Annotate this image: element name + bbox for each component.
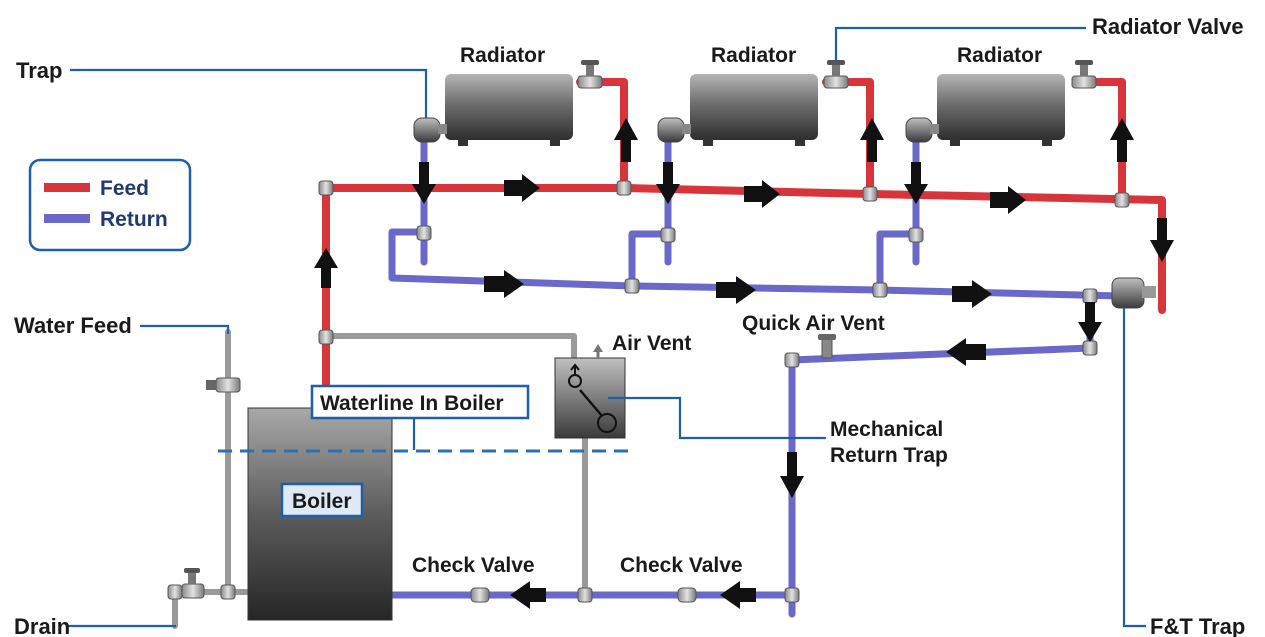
- legend-return-swatch: [44, 214, 90, 223]
- label-trap: Trap: [16, 58, 62, 83]
- arrow-right-main-1: [504, 174, 540, 202]
- labels: Trap Radiator Radiator Radiator Radiator…: [14, 14, 1245, 637]
- label-mechanical-return-trap-1: Mechanical: [830, 418, 943, 441]
- drain-valve: [181, 568, 205, 599]
- pipe-fittings: [167, 180, 1130, 603]
- label-ft-trap: F&T Trap: [1150, 614, 1245, 637]
- label-waterline-in-boiler: Waterline In Boiler: [320, 392, 504, 415]
- arrow-right-return-3: [952, 280, 992, 308]
- arrow-up-radiator-3: [1110, 118, 1134, 162]
- radiator-valve-3: [1071, 60, 1097, 89]
- radiator-trap-3: [905, 117, 939, 143]
- waterline-label-box: [310, 384, 530, 420]
- label-air-vent: Air Vent: [612, 332, 691, 355]
- arrow-down-return-drop: [780, 452, 804, 498]
- legend-feed-label: Feed: [100, 177, 149, 200]
- label-radiator-valve: Radiator Valve: [1092, 14, 1244, 39]
- radiator-trap-2: [657, 117, 691, 143]
- arrow-left-check-valve-1: [510, 581, 546, 609]
- ft-trap-body: [1111, 277, 1156, 309]
- arrow-right-return-2: [716, 276, 756, 304]
- boiler-label-box: [280, 482, 364, 518]
- arrow-left-check-valve-2: [720, 581, 756, 609]
- radiator-valve-2: [823, 60, 849, 89]
- radiator-2: [690, 74, 818, 146]
- arrow-up-radiator-2: [860, 118, 884, 162]
- label-quick-air-vent: Quick Air Vent: [742, 312, 885, 335]
- legend-return-label: Return: [100, 208, 168, 231]
- label-radiator-3: Radiator: [957, 44, 1042, 67]
- arrow-right-return-1: [484, 270, 524, 298]
- label-drain: Drain: [14, 614, 70, 637]
- radiator-trap-1: [413, 117, 447, 143]
- label-radiator-2: Radiator: [711, 44, 796, 67]
- radiator-valve-1: [577, 60, 603, 89]
- radiator-3: [937, 74, 1065, 146]
- label-radiator-1: Radiator: [460, 44, 545, 67]
- return-piping: [388, 138, 1124, 618]
- arrow-down-trap-1: [412, 162, 436, 204]
- label-boiler: Boiler: [292, 490, 352, 513]
- leader-lines: [66, 26, 1146, 628]
- arrow-right-main-2: [744, 180, 780, 208]
- label-mechanical-return-trap-2: Return Trap: [830, 444, 948, 467]
- arrow-down-ft-trap: [1078, 302, 1102, 342]
- arrow-down-trap-2: [656, 162, 680, 204]
- legend: Feed Return: [28, 158, 192, 252]
- label-water-feed: Water Feed: [14, 313, 132, 338]
- arrow-up-radiator-1: [614, 118, 638, 162]
- quick-air-vent-body: [818, 334, 836, 359]
- arrow-right-main-3: [990, 186, 1026, 214]
- label-check-valve-2: Check Valve: [620, 554, 743, 577]
- arrow-up-boiler-riser: [314, 248, 338, 288]
- radiator-1: [445, 74, 573, 146]
- arrow-down-trap-3: [904, 162, 928, 204]
- arrow-down-main-end: [1150, 218, 1174, 262]
- arrow-left-return-4: [946, 338, 986, 366]
- mechanical-return-trap: [554, 344, 626, 439]
- flow-arrows: [314, 118, 1174, 609]
- legend-feed-swatch: [44, 183, 90, 192]
- label-check-valve-1: Check Valve: [412, 554, 535, 577]
- water-feed-valve: [206, 377, 241, 393]
